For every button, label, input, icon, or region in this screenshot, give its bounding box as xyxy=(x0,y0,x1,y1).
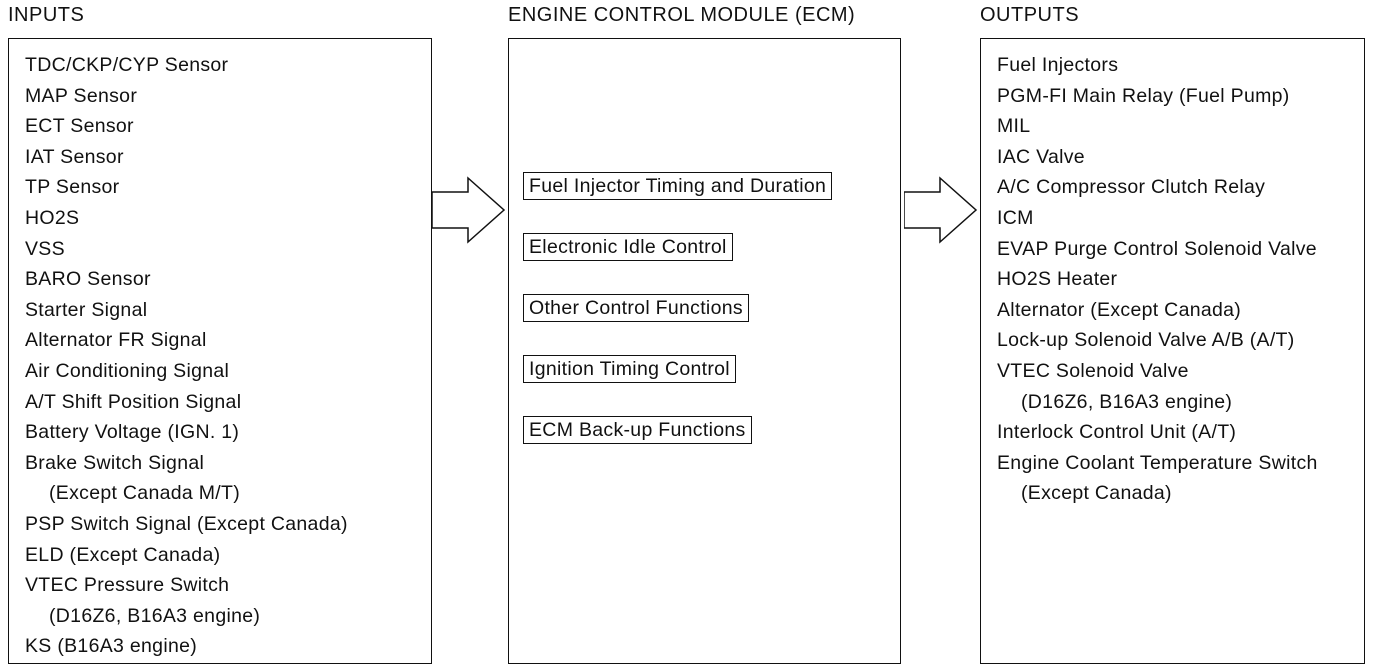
input-item: KS (B16A3 engine) xyxy=(25,635,198,658)
output-item: ICM xyxy=(997,206,1034,229)
input-item: Brake Switch Signal xyxy=(25,451,205,474)
input-item: ECT Sensor xyxy=(25,115,134,138)
input-item: HO2S xyxy=(25,206,80,229)
input-item: PSP Switch Signal (Except Canada) xyxy=(25,512,348,535)
ecm-function-box: ECM Back-up Functions xyxy=(523,416,752,444)
input-item: (Except Canada M/T) xyxy=(49,482,241,505)
inputs-to-ecm-arrow-icon xyxy=(432,176,506,244)
output-item: HO2S Heater xyxy=(997,268,1118,291)
input-item: VTEC Pressure Switch xyxy=(25,574,230,597)
ecm-function-box: Ignition Timing Control xyxy=(523,355,736,383)
output-item: Interlock Control Unit (A/T) xyxy=(997,421,1237,444)
output-item: PGM-FI Main Relay (Fuel Pump) xyxy=(997,84,1290,107)
output-item: IAC Valve xyxy=(997,145,1085,168)
input-item: TDC/CKP/CYP Sensor xyxy=(25,54,229,76)
output-item: A/C Compressor Clutch Relay xyxy=(997,176,1266,199)
ecm-function-box: Electronic Idle Control xyxy=(523,233,733,261)
output-item: Engine Coolant Temperature Switch xyxy=(997,451,1318,474)
input-item: Starter Signal xyxy=(25,298,148,321)
outputs-heading: OUTPUTS xyxy=(980,4,1080,26)
input-item: MAP Sensor xyxy=(25,84,138,107)
output-item: (D16Z6, B16A3 engine) xyxy=(1021,390,1233,413)
ecm-heading: ENGINE CONTROL MODULE (ECM) xyxy=(508,4,856,26)
output-item: MIL xyxy=(997,115,1031,138)
input-item: A/T Shift Position Signal xyxy=(25,390,242,413)
output-item: VTEC Solenoid Valve xyxy=(997,359,1189,382)
output-item: Alternator (Except Canada) xyxy=(997,298,1242,321)
output-item: Fuel Injectors xyxy=(997,54,1119,76)
input-item: TP Sensor xyxy=(25,176,120,199)
output-item: Lock-up Solenoid Valve A/B (A/T) xyxy=(997,329,1295,352)
ecm-function-box: Other Control Functions xyxy=(523,294,749,322)
ecm-function-box: Fuel Injector Timing and Duration xyxy=(523,172,833,200)
input-item: Battery Voltage (IGN. 1) xyxy=(25,421,240,444)
input-item: BARO Sensor xyxy=(25,268,151,291)
input-item: ELD (Except Canada) xyxy=(25,543,221,566)
input-item: Alternator FR Signal xyxy=(25,329,207,352)
output-item: EVAP Purge Control Solenoid Valve xyxy=(997,237,1317,260)
input-item: Air Conditioning Signal xyxy=(25,359,230,382)
input-item: VSS xyxy=(25,237,65,260)
input-item: IAT Sensor xyxy=(25,145,124,168)
inputs-heading: INPUTS xyxy=(8,4,85,26)
ecm-to-outputs-arrow-icon xyxy=(904,176,978,244)
input-item: (D16Z6, B16A3 engine) xyxy=(49,604,261,627)
output-item: (Except Canada) xyxy=(1021,482,1172,505)
